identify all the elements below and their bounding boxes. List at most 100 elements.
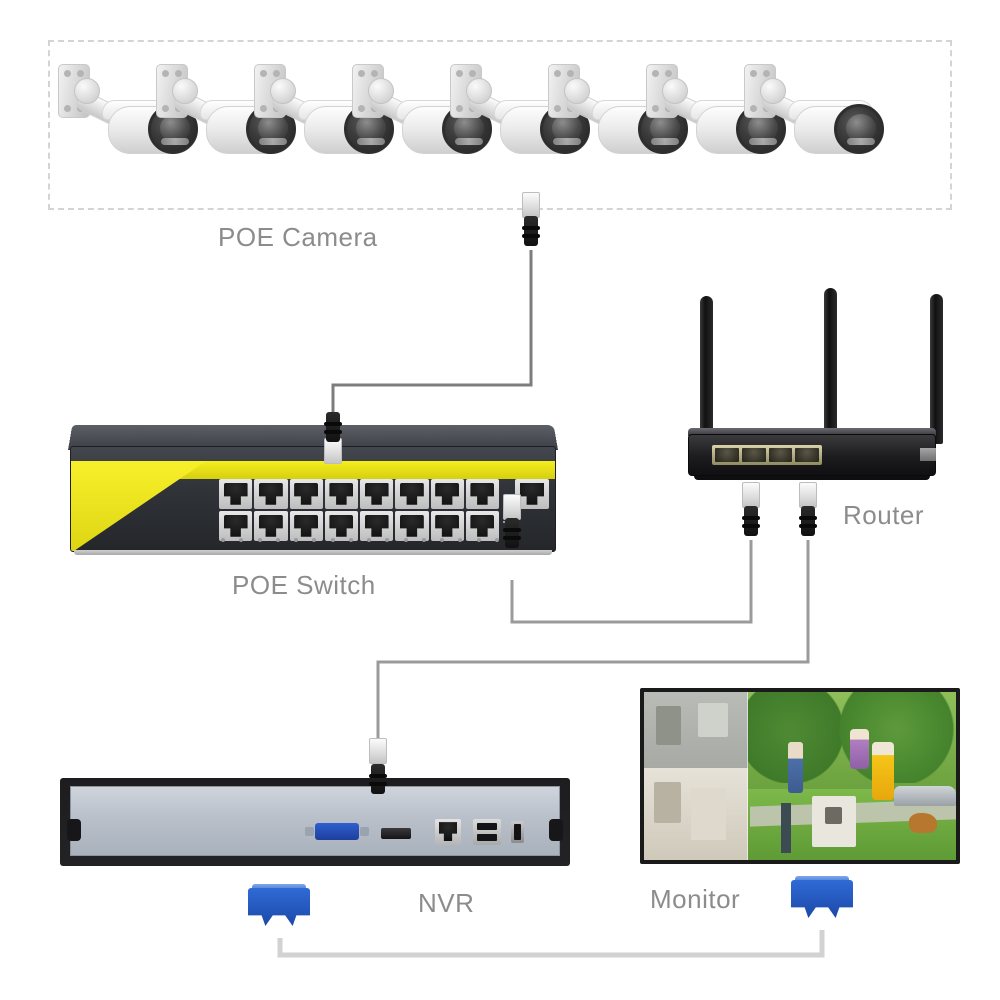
poe-camera[interactable] <box>154 56 304 196</box>
router-antenna <box>824 288 837 440</box>
switch-port[interactable] <box>465 511 499 541</box>
camera-lens-glass <box>356 114 386 142</box>
nvr-rear-panel <box>67 786 563 856</box>
camera-knuckle <box>564 78 590 104</box>
monitor-feed-person <box>849 728 869 770</box>
switch-port[interactable] <box>465 479 499 509</box>
camera-lens-glass <box>160 114 190 142</box>
label-poe-camera: POE Camera <box>218 222 378 252</box>
camera-knuckle <box>760 78 786 104</box>
switch-led <box>275 538 280 542</box>
camera-ir-led <box>749 138 777 145</box>
vga-connector-shell <box>791 880 853 918</box>
nvr-ethernet-port[interactable] <box>435 819 461 845</box>
switch-port[interactable] <box>324 511 358 541</box>
nvr-vga-port[interactable] <box>305 823 369 840</box>
router-lan-port[interactable] <box>741 448 766 462</box>
rj45-connector-router-port-2 <box>797 482 819 540</box>
router-device[interactable] <box>672 288 952 488</box>
switch-port[interactable] <box>289 479 323 509</box>
camera-knuckle <box>270 78 296 104</box>
switch-led <box>458 538 463 542</box>
camera-ir-led <box>651 138 679 145</box>
switch-accent-triangle <box>71 461 206 551</box>
switch-led <box>294 538 299 542</box>
camera-lens-glass <box>552 114 582 142</box>
rj45-connector-switch-port <box>322 412 344 496</box>
nvr-usb-port[interactable] <box>477 823 497 830</box>
nvr-usb-port[interactable] <box>477 834 497 841</box>
router-lan-port[interactable] <box>795 448 819 462</box>
poe-camera-group <box>48 40 952 210</box>
switch-port[interactable] <box>289 511 323 541</box>
rj45-plug <box>522 192 540 218</box>
switch-led <box>421 538 426 542</box>
switch-port[interactable] <box>324 479 358 509</box>
monitor-feed-vehicle <box>893 786 956 807</box>
nvr-device[interactable] <box>60 778 570 866</box>
switch-front-panel <box>70 446 556 552</box>
switch-port[interactable] <box>360 511 394 541</box>
switch-led <box>494 538 499 542</box>
nvr-hdmi-port[interactable] <box>381 828 411 839</box>
camera-lens-glass <box>748 114 778 142</box>
switch-led <box>239 538 244 542</box>
vga-connector-shell <box>248 888 310 926</box>
switch-port[interactable] <box>219 479 253 509</box>
router-top-edge <box>688 428 936 436</box>
switch-led <box>476 538 481 542</box>
label-router: Router <box>843 500 925 530</box>
poe-camera[interactable] <box>742 56 892 196</box>
monitor-feed-person <box>871 742 894 800</box>
camera-knuckle <box>172 78 198 104</box>
switch-port[interactable] <box>395 511 429 541</box>
monitor-feed-post <box>781 802 791 854</box>
vga-connector-cap <box>795 876 849 883</box>
switch-port[interactable] <box>254 511 288 541</box>
label-poe-switch: POE Switch <box>232 570 376 600</box>
switch-led <box>348 538 353 542</box>
camera-ir-led <box>455 138 483 145</box>
switch-led <box>403 538 408 542</box>
monitor-feed-animal <box>909 812 938 834</box>
monitor-device[interactable] <box>640 688 960 864</box>
label-nvr: NVR <box>418 888 475 918</box>
switch-led <box>312 538 317 542</box>
switch-led <box>257 538 262 542</box>
switch-port-block[interactable] <box>219 479 499 541</box>
switch-port[interactable] <box>430 479 464 509</box>
switch-led <box>440 538 445 542</box>
vga-connector-nvr <box>248 884 310 932</box>
nvr-usb-ports[interactable] <box>473 819 501 845</box>
switch-base <box>74 550 552 555</box>
rj45-boot <box>799 506 817 536</box>
camera-ir-led <box>847 138 875 145</box>
rj45-plug <box>799 482 817 508</box>
cable-camera-to-switch <box>331 250 533 452</box>
vga-connector-monitor <box>791 876 853 924</box>
router-lan-port[interactable] <box>768 448 793 462</box>
camera-knuckle <box>368 78 394 104</box>
switch-port[interactable] <box>254 479 288 509</box>
rj45-connector-camera <box>520 192 542 250</box>
camera-lens-glass <box>846 114 876 142</box>
router-lan-port-strip[interactable] <box>712 445 822 465</box>
switch-port[interactable] <box>219 511 253 541</box>
switch-led <box>221 538 225 542</box>
router-lan-port[interactable] <box>715 448 739 462</box>
vga-connector-cap <box>252 884 306 891</box>
poe-switch-device[interactable] <box>68 424 558 555</box>
switch-led <box>330 538 335 542</box>
switch-port[interactable] <box>360 479 394 509</box>
monitor-feed-structure <box>812 796 857 847</box>
camera-ir-led <box>259 138 287 145</box>
rj45-boot <box>742 506 760 536</box>
switch-port[interactable] <box>395 479 429 509</box>
camera-knuckle <box>662 78 688 104</box>
camera-lens-icon <box>834 104 884 154</box>
router-logo-icon <box>920 448 936 461</box>
rj45-plug <box>742 482 760 508</box>
monitor-screen <box>644 692 956 860</box>
switch-port[interactable] <box>430 511 464 541</box>
nvr-aux-port[interactable] <box>511 821 524 843</box>
